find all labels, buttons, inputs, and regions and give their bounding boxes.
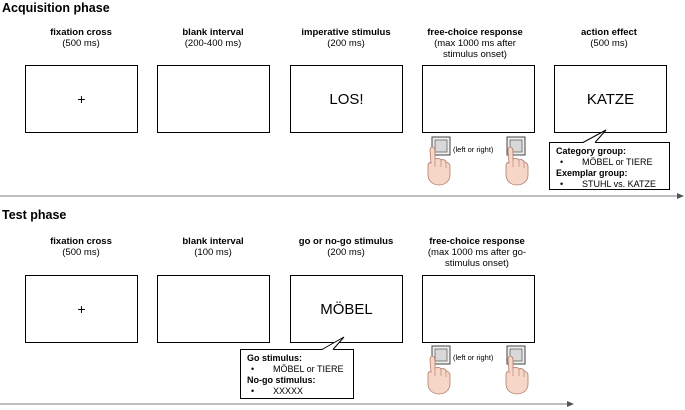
bullet: •	[560, 179, 564, 189]
acq-header-blank: blank interval (200-400 ms)	[157, 27, 269, 49]
step-title: fixation cross	[50, 27, 112, 38]
action-effect-text: KATZE	[586, 90, 635, 108]
step-duration: (100 ms)	[194, 247, 232, 258]
test-header-gonogo: go or no-go stimulus (200 ms)	[285, 236, 407, 258]
acquisition-phase-title: Acquisition phase	[2, 1, 110, 15]
test-key-label: (left or right)	[453, 353, 494, 362]
step-duration: (200 ms)	[327, 247, 365, 258]
step-title: go or no-go stimulus	[298, 236, 394, 247]
bullet: •	[251, 386, 255, 396]
acq-right-key-hand	[505, 136, 529, 186]
category-group-item-text: MÖBEL or TIERE	[582, 157, 653, 167]
acq-header-imperative: imperative stimulus (200 ms)	[290, 27, 402, 49]
step-duration: (500 ms)	[62, 38, 100, 49]
step-duration-2: stimulus onset)	[445, 258, 509, 269]
step-title: blank interval	[182, 236, 244, 247]
acq-header-fixation: fixation cross (500 ms)	[25, 27, 137, 49]
acq-left-key-hand	[427, 136, 451, 186]
step-duration: (500 ms)	[590, 38, 628, 49]
test-phase-title: Test phase	[2, 208, 67, 222]
test-blank-screen	[157, 275, 270, 343]
nogo-stimulus-heading: No-go stimulus:	[247, 375, 316, 385]
test-fixation-screen: +	[25, 275, 138, 343]
test-gonogo-screen: MÖBEL	[290, 275, 403, 343]
acq-arrowhead	[677, 193, 684, 199]
step-title: imperative stimulus	[301, 27, 391, 38]
step-duration: (max 1000 ms after	[434, 38, 516, 49]
step-title: free-choice response	[427, 27, 523, 38]
acq-imperative-screen: LOS!	[290, 65, 403, 133]
acq-header-response: free-choice response (max 1000 ms after …	[410, 27, 540, 60]
bullet: •	[251, 364, 255, 374]
acq-key-label: (left or right)	[453, 145, 494, 154]
test-arrowhead	[567, 401, 574, 407]
acq-group-callout: Category group: • MÖBEL or TIERE Exemplar…	[549, 142, 670, 190]
category-group-heading: Category group:	[556, 146, 627, 156]
exemplar-group-item-text: STUHL vs. KATZE	[582, 179, 657, 189]
nogo-stimulus-item-text: XXXXX	[273, 386, 304, 396]
test-stimulus-callout: Go stimulus: • MÖBEL or TIERE No-go stimu…	[240, 349, 354, 399]
step-duration: (max 1000 ms after go-	[427, 247, 527, 258]
imperative-stimulus-text: LOS!	[329, 90, 364, 108]
test-right-key-hand	[505, 345, 529, 395]
test-left-key-hand	[427, 345, 451, 395]
acq-effect-screen: KATZE	[554, 65, 667, 133]
step-title: fixation cross	[50, 236, 112, 247]
exemplar-group-heading: Exemplar group:	[556, 168, 628, 178]
go-stimulus-heading: Go stimulus:	[247, 353, 303, 363]
acq-blank-screen	[157, 65, 270, 133]
step-title: blank interval	[182, 27, 244, 38]
bullet: •	[560, 157, 564, 167]
test-header-fixation: fixation cross (500 ms)	[25, 236, 137, 258]
acq-header-effect: action effect (500 ms)	[553, 27, 665, 49]
step-duration-2: stimulus onset)	[443, 49, 507, 60]
step-duration: (200-400 ms)	[184, 38, 242, 49]
fixation-cross: +	[77, 301, 86, 317]
fixation-cross: +	[77, 91, 86, 107]
exemplar-group-item: • STUHL vs. KATZE	[556, 179, 663, 190]
step-duration: (200 ms)	[327, 38, 365, 49]
acq-fixation-screen: +	[25, 65, 138, 133]
nogo-stimulus-item: • XXXXX	[247, 386, 347, 397]
test-response-screen	[422, 275, 535, 343]
go-stimulus-item: • MÖBEL or TIERE	[247, 364, 347, 375]
go-stimulus-item-text: MÖBEL or TIERE	[273, 364, 344, 374]
category-group-item: • MÖBEL or TIERE	[556, 157, 663, 168]
step-title: free-choice response	[429, 236, 525, 247]
step-duration: (500 ms)	[62, 247, 100, 258]
gonogo-stimulus-text: MÖBEL	[320, 300, 373, 318]
step-title: action effect	[581, 27, 637, 38]
test-header-response: free-choice response (max 1000 ms after …	[410, 236, 544, 269]
acq-response-screen	[422, 65, 535, 133]
test-header-blank: blank interval (100 ms)	[157, 236, 269, 258]
